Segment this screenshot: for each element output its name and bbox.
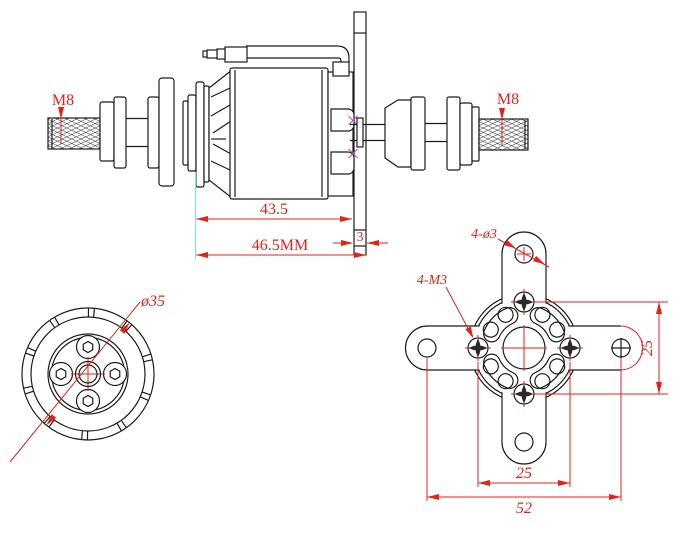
right-prop-adapter [384, 96, 480, 171]
side-view-dimensions: 43.5 46.5MM 3 M8 M8 [52, 91, 519, 259]
shaft-through-flange [350, 117, 385, 148]
dim-mount-hole-span-label: 52 [516, 500, 532, 517]
right-threaded-shaft [478, 118, 529, 151]
left-prop-adapter [99, 77, 175, 187]
dim-total-length-label: 46.5MM [252, 237, 308, 254]
dim-body-length-label: 43.5 [260, 201, 288, 218]
front-view: ø35 [9, 293, 165, 463]
wire-connector [202, 46, 248, 63]
label-corner-holes: 4-ø3 [471, 227, 497, 242]
dim-flange-thickness-label: 3 [357, 230, 364, 245]
label-m8-left: M8 [52, 92, 74, 109]
mount-tabs [330, 108, 358, 175]
mount-view: 4-ø3 4-M3 25 25 52 [404, 227, 668, 517]
mount-center-cross [501, 325, 547, 371]
mount-view-dimensions: 4-ø3 4-M3 25 25 52 [417, 227, 668, 517]
label-screw-holes: 4-M3 [417, 273, 447, 288]
outer-ring-notches [23, 307, 153, 441]
motor-body [229, 67, 354, 200]
screw-section-marks [348, 115, 358, 159]
front-view-dimensions: ø35 [9, 293, 165, 463]
right-arm-red-cap [620, 325, 643, 371]
dim-screw-spacing-horizontal-label: 25 [516, 465, 532, 482]
motor-bell [182, 68, 233, 200]
dim-screw-spacing-vertical-label: 25 [639, 340, 656, 356]
mount-arm-holes [417, 244, 631, 452]
side-view: 43.5 46.5MM 3 M8 M8 [47, 11, 529, 259]
dim-diameter-label: ø35 [140, 293, 165, 310]
front-center-shaft [71, 357, 105, 391]
motor-wire [202, 45, 350, 77]
left-threaded-shaft [47, 117, 101, 150]
label-m8-right: M8 [497, 91, 519, 108]
